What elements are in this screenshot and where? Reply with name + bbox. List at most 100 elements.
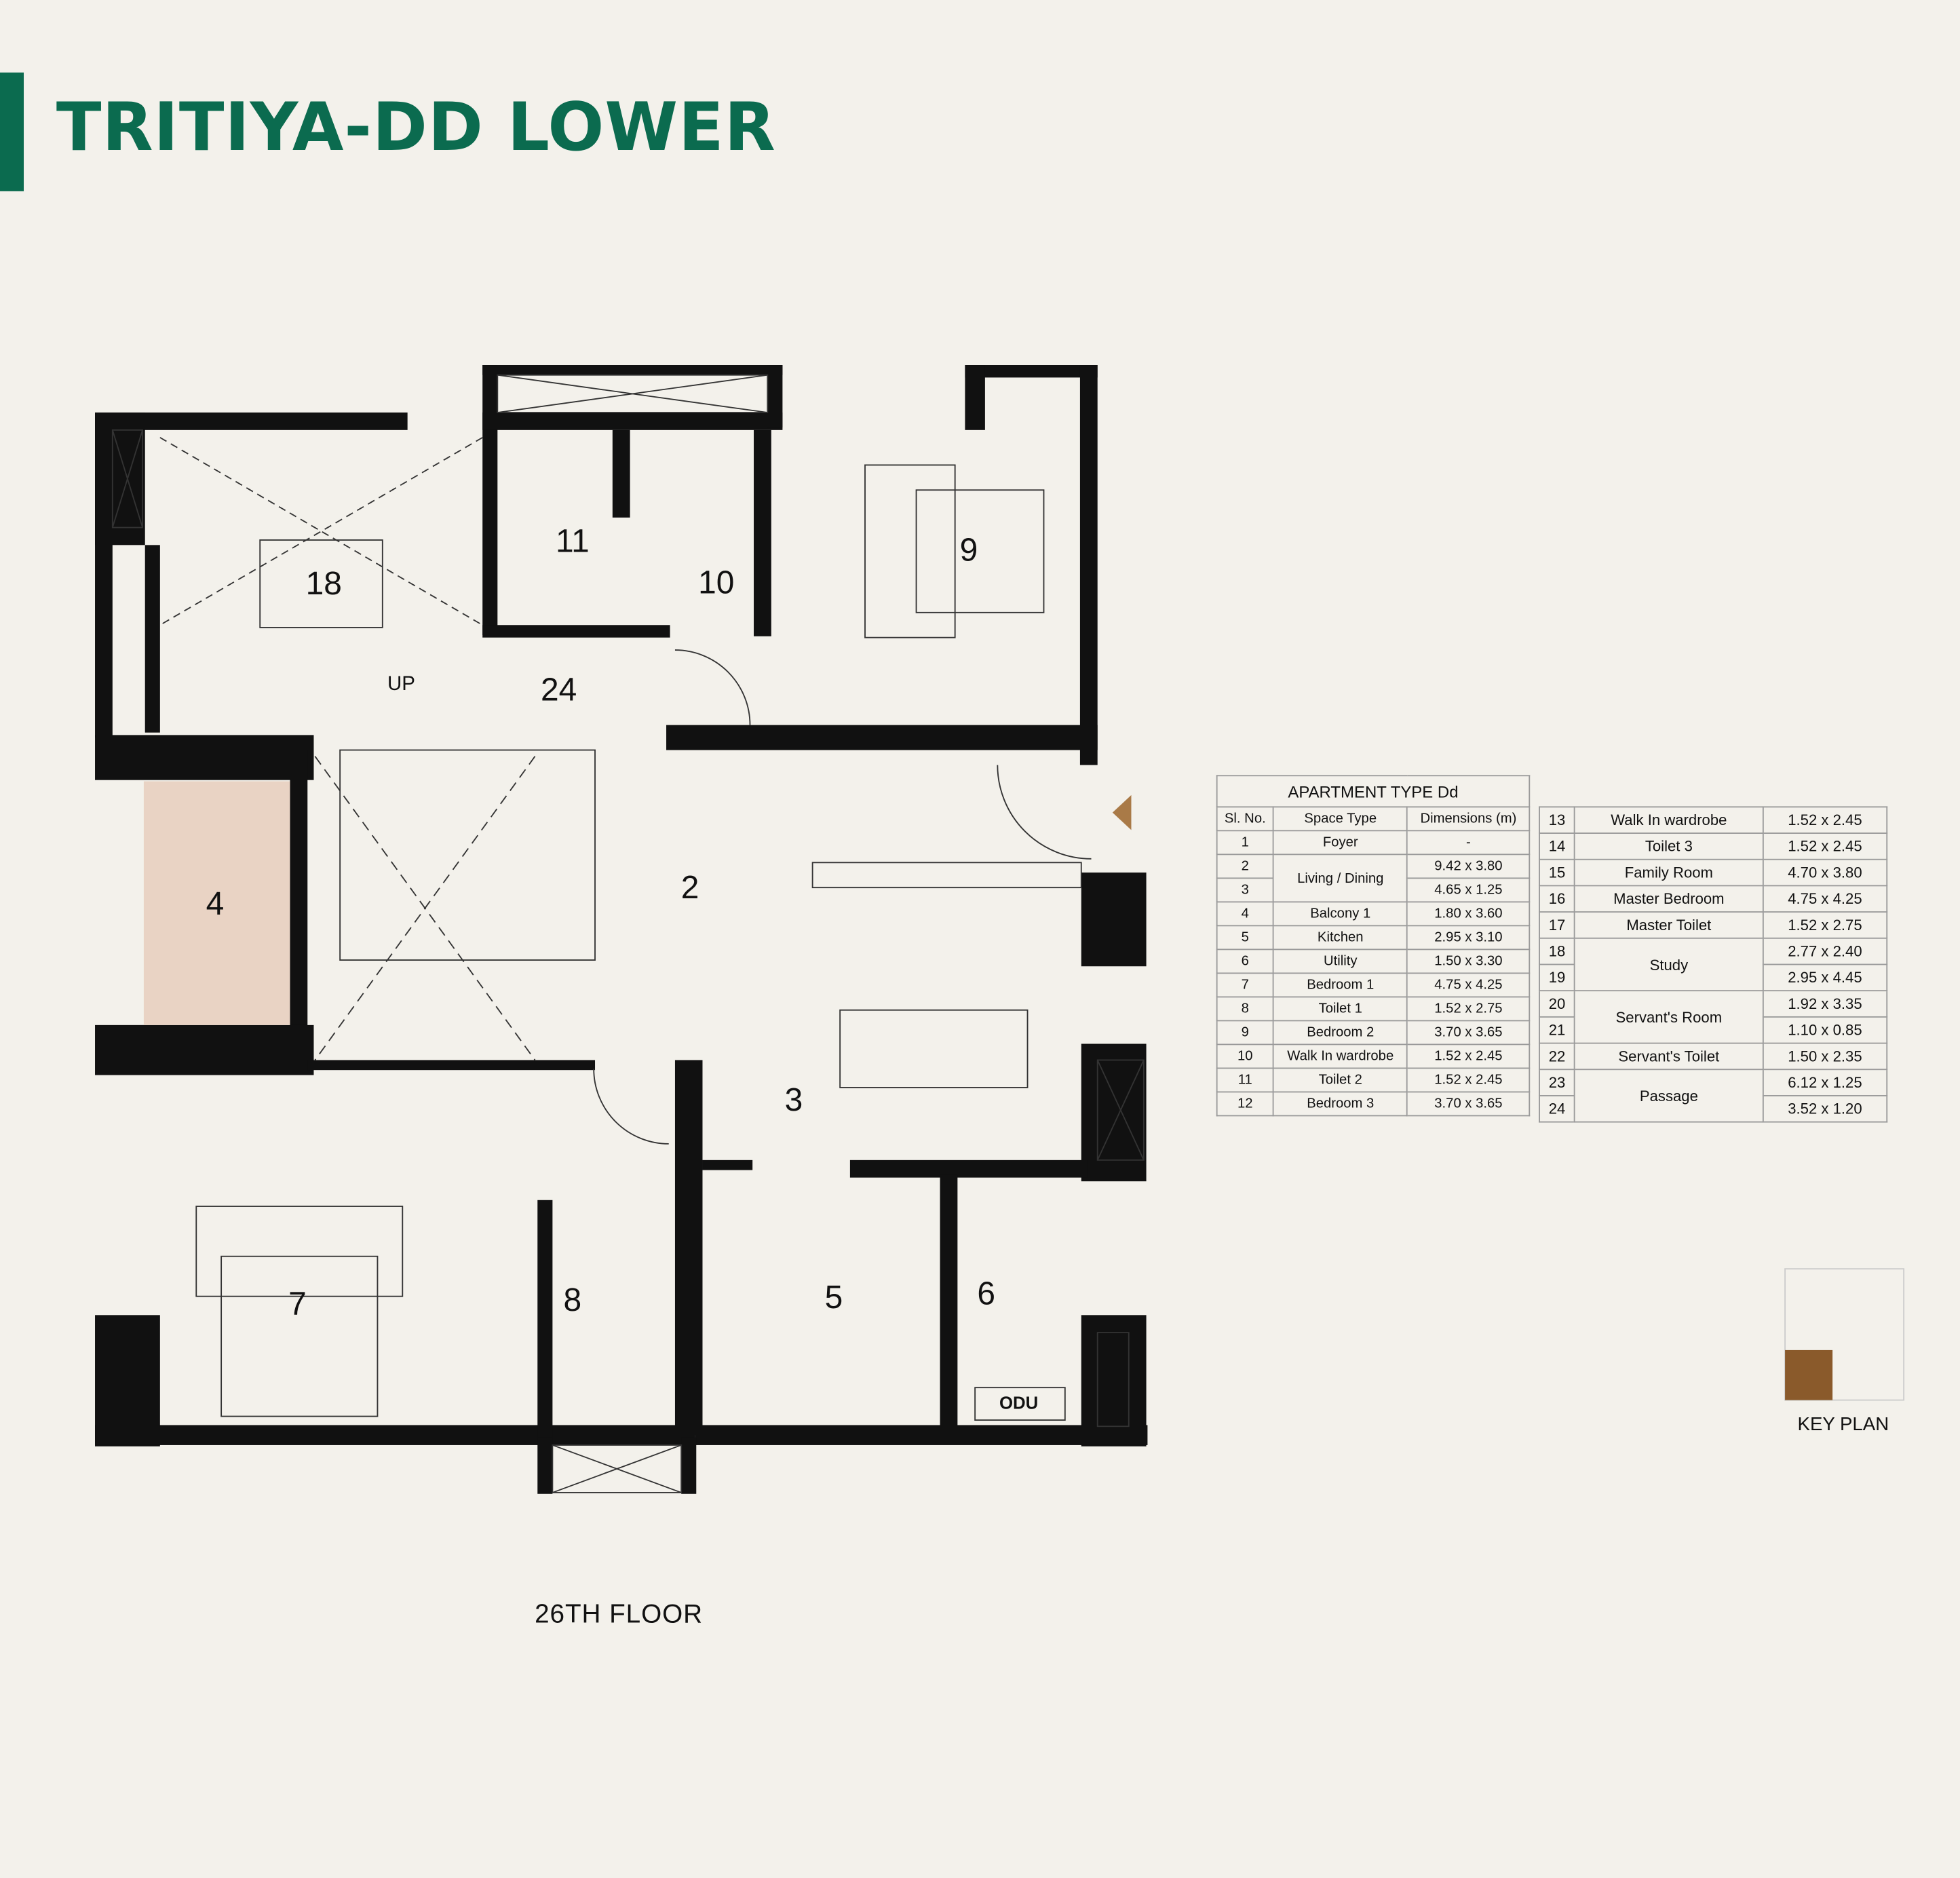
cell-no: 21	[1539, 1016, 1575, 1044]
cell-dim: 2.95 x 4.45	[1762, 963, 1888, 992]
cell-no: 2	[1216, 854, 1274, 879]
room-label: 24	[540, 670, 577, 708]
cell-dim: 1.52 x 2.75	[1406, 996, 1531, 1022]
cell-dim: 1.50 x 3.30	[1406, 948, 1531, 974]
balcony-fill	[143, 781, 290, 1025]
cell-dim: 4.75 x 4.25	[1762, 885, 1888, 913]
cell-dim: 1.52 x 2.45	[1406, 1067, 1531, 1093]
room-label: 5	[824, 1278, 843, 1316]
cell-no: 23	[1539, 1069, 1575, 1096]
cell-no: 19	[1539, 963, 1575, 992]
cell-no: 3	[1216, 877, 1274, 903]
table-row: 24 3.52 x 1.20	[1539, 1095, 1888, 1123]
cell-dim: 2.95 x 3.10	[1406, 925, 1531, 951]
room-label: 10	[698, 563, 735, 601]
cell-type: Servant's Toilet	[1574, 1042, 1764, 1071]
cell-type: Servant's Room	[1574, 990, 1764, 1044]
cell-no: 10	[1216, 1043, 1274, 1069]
entrance-arrow-icon	[1112, 794, 1132, 830]
cell-no: 17	[1539, 911, 1575, 939]
cell-dim: 1.52 x 2.75	[1762, 911, 1888, 939]
cell-type: Bedroom 2	[1273, 1020, 1408, 1046]
cell-no: 6	[1216, 948, 1274, 974]
cell-dim: -	[1406, 830, 1531, 856]
cell-dim: 6.12 x 1.25	[1762, 1069, 1888, 1096]
room-label: 18	[305, 564, 342, 602]
cell-type: Toilet 1	[1273, 996, 1408, 1022]
cell-dim: 1.52 x 2.45	[1762, 806, 1888, 834]
cell-type: Kitchen	[1273, 925, 1408, 951]
cell-type: Master Bedroom	[1574, 885, 1764, 913]
cell-type: Family Room	[1574, 858, 1764, 887]
cell-dim: 3.70 x 3.65	[1406, 1091, 1531, 1117]
cell-no: 18	[1539, 937, 1575, 965]
cell-no: 9	[1216, 1020, 1274, 1046]
column-header: Space Type	[1273, 806, 1408, 832]
room-label: 3	[784, 1080, 803, 1119]
cell-no: 20	[1539, 990, 1575, 1018]
cell-no: 22	[1539, 1042, 1575, 1071]
cell-dim: 3.70 x 3.65	[1406, 1020, 1531, 1046]
cell-dim: 4.70 x 3.80	[1762, 858, 1888, 887]
room-label: 2	[680, 868, 699, 906]
cell-type: Foyer	[1273, 830, 1408, 856]
room-label: 4	[206, 884, 225, 922]
cell-type: Master Toilet	[1574, 911, 1764, 939]
cell-no: 8	[1216, 996, 1274, 1022]
key-plan-label: KEY PLAN	[1797, 1413, 1889, 1436]
cell-no: 24	[1539, 1095, 1575, 1123]
cell-dim: 3.52 x 1.20	[1762, 1095, 1888, 1123]
cell-type: Walk In wardrobe	[1273, 1043, 1408, 1069]
room-label: 8	[563, 1280, 582, 1318]
walls	[95, 365, 1148, 1494]
stairs-up-label: UP	[387, 674, 415, 695]
cell-type: Utility	[1273, 948, 1408, 974]
cell-no: 4	[1216, 901, 1274, 927]
cell-type: Balcony 1	[1273, 901, 1408, 927]
cell-no: 1	[1216, 830, 1274, 856]
cell-no: 16	[1539, 885, 1575, 913]
cell-no: 7	[1216, 972, 1274, 998]
key-plan-icon	[1784, 1268, 1905, 1401]
table-row: 19 2.95 x 4.45	[1539, 963, 1888, 992]
page-title: TRITIYA-DD LOWER	[56, 90, 776, 167]
cell-type: Walk In wardrobe	[1574, 806, 1764, 834]
cell-type: Living / Dining	[1273, 854, 1408, 903]
cell-no: 14	[1539, 832, 1575, 860]
column-header: Dimensions (m)	[1406, 806, 1531, 832]
cell-dim: 4.75 x 4.25	[1406, 972, 1531, 998]
fixtures	[111, 374, 1145, 1493]
cell-dim: 1.52 x 2.45	[1406, 1043, 1531, 1069]
cell-dim: 1.52 x 2.45	[1762, 832, 1888, 860]
cell-type: Toilet 3	[1574, 832, 1764, 860]
cell-dim: 4.65 x 1.25	[1406, 877, 1531, 903]
cell-dim: 9.42 x 3.80	[1406, 854, 1531, 879]
cell-type: Toilet 2	[1273, 1067, 1408, 1093]
odu-label: ODU	[999, 1392, 1039, 1413]
cell-dim: 1.50 x 2.35	[1762, 1042, 1888, 1071]
cell-type: Bedroom 3	[1273, 1091, 1408, 1117]
table-row: 3 4.65 x 1.25	[1216, 877, 1531, 903]
cell-type: Study	[1574, 937, 1764, 992]
cell-dim: 1.92 x 3.35	[1762, 990, 1888, 1018]
cell-no: 12	[1216, 1091, 1274, 1117]
cell-no: 11	[1216, 1067, 1274, 1093]
